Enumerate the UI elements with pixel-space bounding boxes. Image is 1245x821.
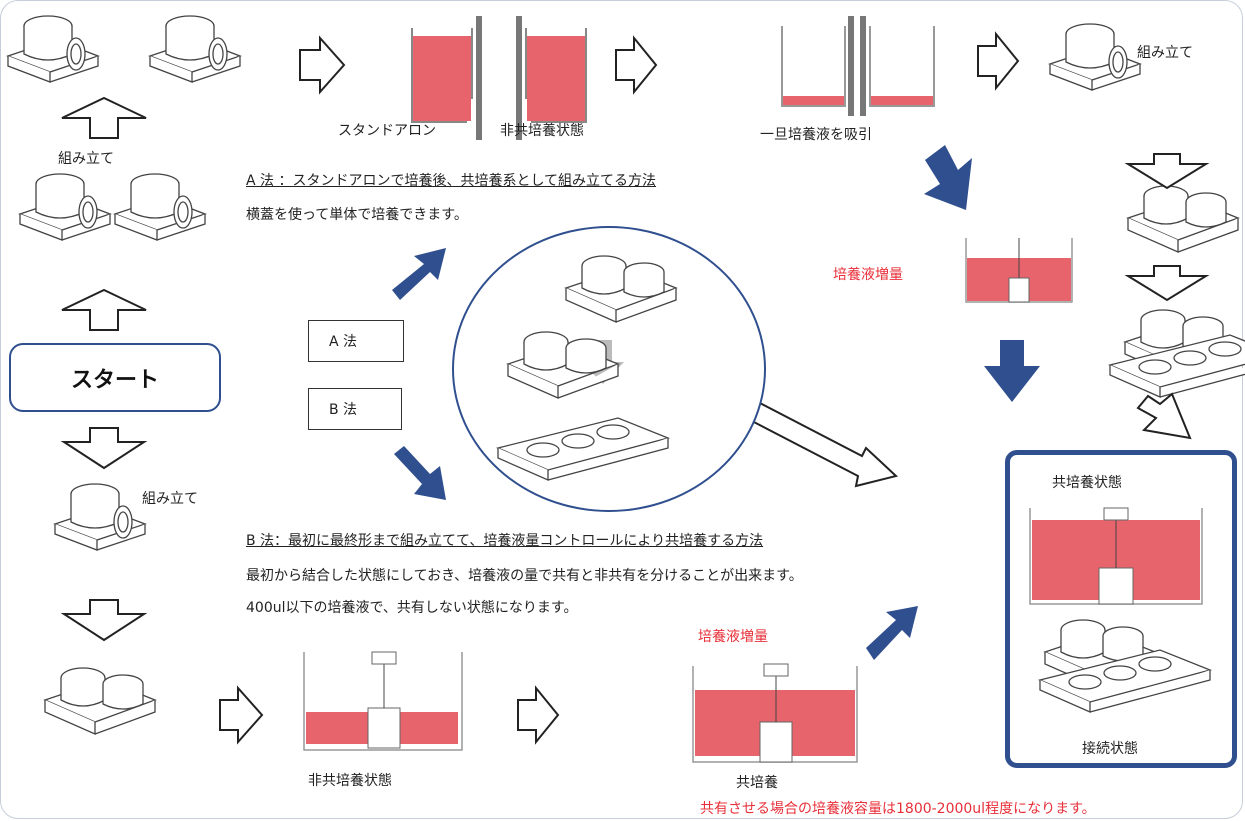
start-box: スタート: [9, 343, 221, 412]
label-non-coculture-top: 非共培養状態: [500, 123, 584, 139]
device-illustration: [1049, 23, 1141, 91]
well-non-coculture-top: [516, 16, 587, 140]
label-connected-state: 接続状態: [1082, 741, 1138, 757]
label-increase-bottom: 培養液増量: [698, 629, 768, 645]
well-standalone: [411, 16, 482, 140]
device-illustration: [1127, 185, 1239, 253]
label-standalone: スタンドアロン: [338, 123, 436, 139]
well-coculture: [692, 663, 858, 763]
label-assemble-bottom: 組み立て: [142, 491, 198, 507]
well-coculture-state: [1029, 507, 1203, 605]
label-assemble-top-right: 組み立て: [1137, 45, 1193, 61]
device-illustration: [54, 483, 146, 551]
label-coculture: 共培養: [736, 775, 778, 791]
well-aspirated: [781, 16, 935, 116]
method-b-box: B 法: [308, 388, 402, 430]
zoom-illustration: [497, 255, 677, 481]
method-b-desc2: 400ul以下の培養液で、共有しない状態になります。: [246, 600, 578, 616]
footnote: 共有させる場合の培養液容量は1800-2000ul程度になります。: [700, 801, 1096, 817]
well-increase-top: [965, 238, 1073, 303]
method-b-title: B 法：最初に最終形まで組み立てて、培養液量コントロールにより共培養する方法: [246, 533, 764, 549]
label-coculture-state: 共培養状態: [1052, 475, 1122, 491]
zoom-circle: [452, 226, 766, 512]
method-a-desc: 横蓋を使って単体で培養できます。: [246, 207, 468, 223]
method-a-title: A 法 ：スタンドアロンで培養後、共培養系として組み立てる方法: [246, 173, 657, 189]
device-illustration: [149, 15, 241, 83]
result-box: [1005, 450, 1237, 768]
label-assemble-top-left: 組み立て: [58, 151, 114, 167]
device-illustration: [19, 173, 111, 241]
method-a-box: A 法: [308, 320, 404, 362]
label-aspirate: 一旦培養液を吸引: [760, 127, 872, 143]
method-b-desc1: 最初から結合した状態にしておき、培養液の量で共有と非共有を分けることが出来ます。: [246, 568, 803, 584]
device-illustration: [44, 667, 156, 735]
device-illustration: [114, 173, 206, 241]
well-non-coculture-bottom: [303, 651, 463, 751]
blue-arrows: [392, 145, 1040, 660]
label-non-coculture-bottom: 非共培養状態: [308, 773, 392, 789]
device-illustration: [7, 15, 99, 83]
flow-arrows: [60, 31, 1210, 745]
label-increase-top: 培養液増量: [833, 267, 903, 283]
